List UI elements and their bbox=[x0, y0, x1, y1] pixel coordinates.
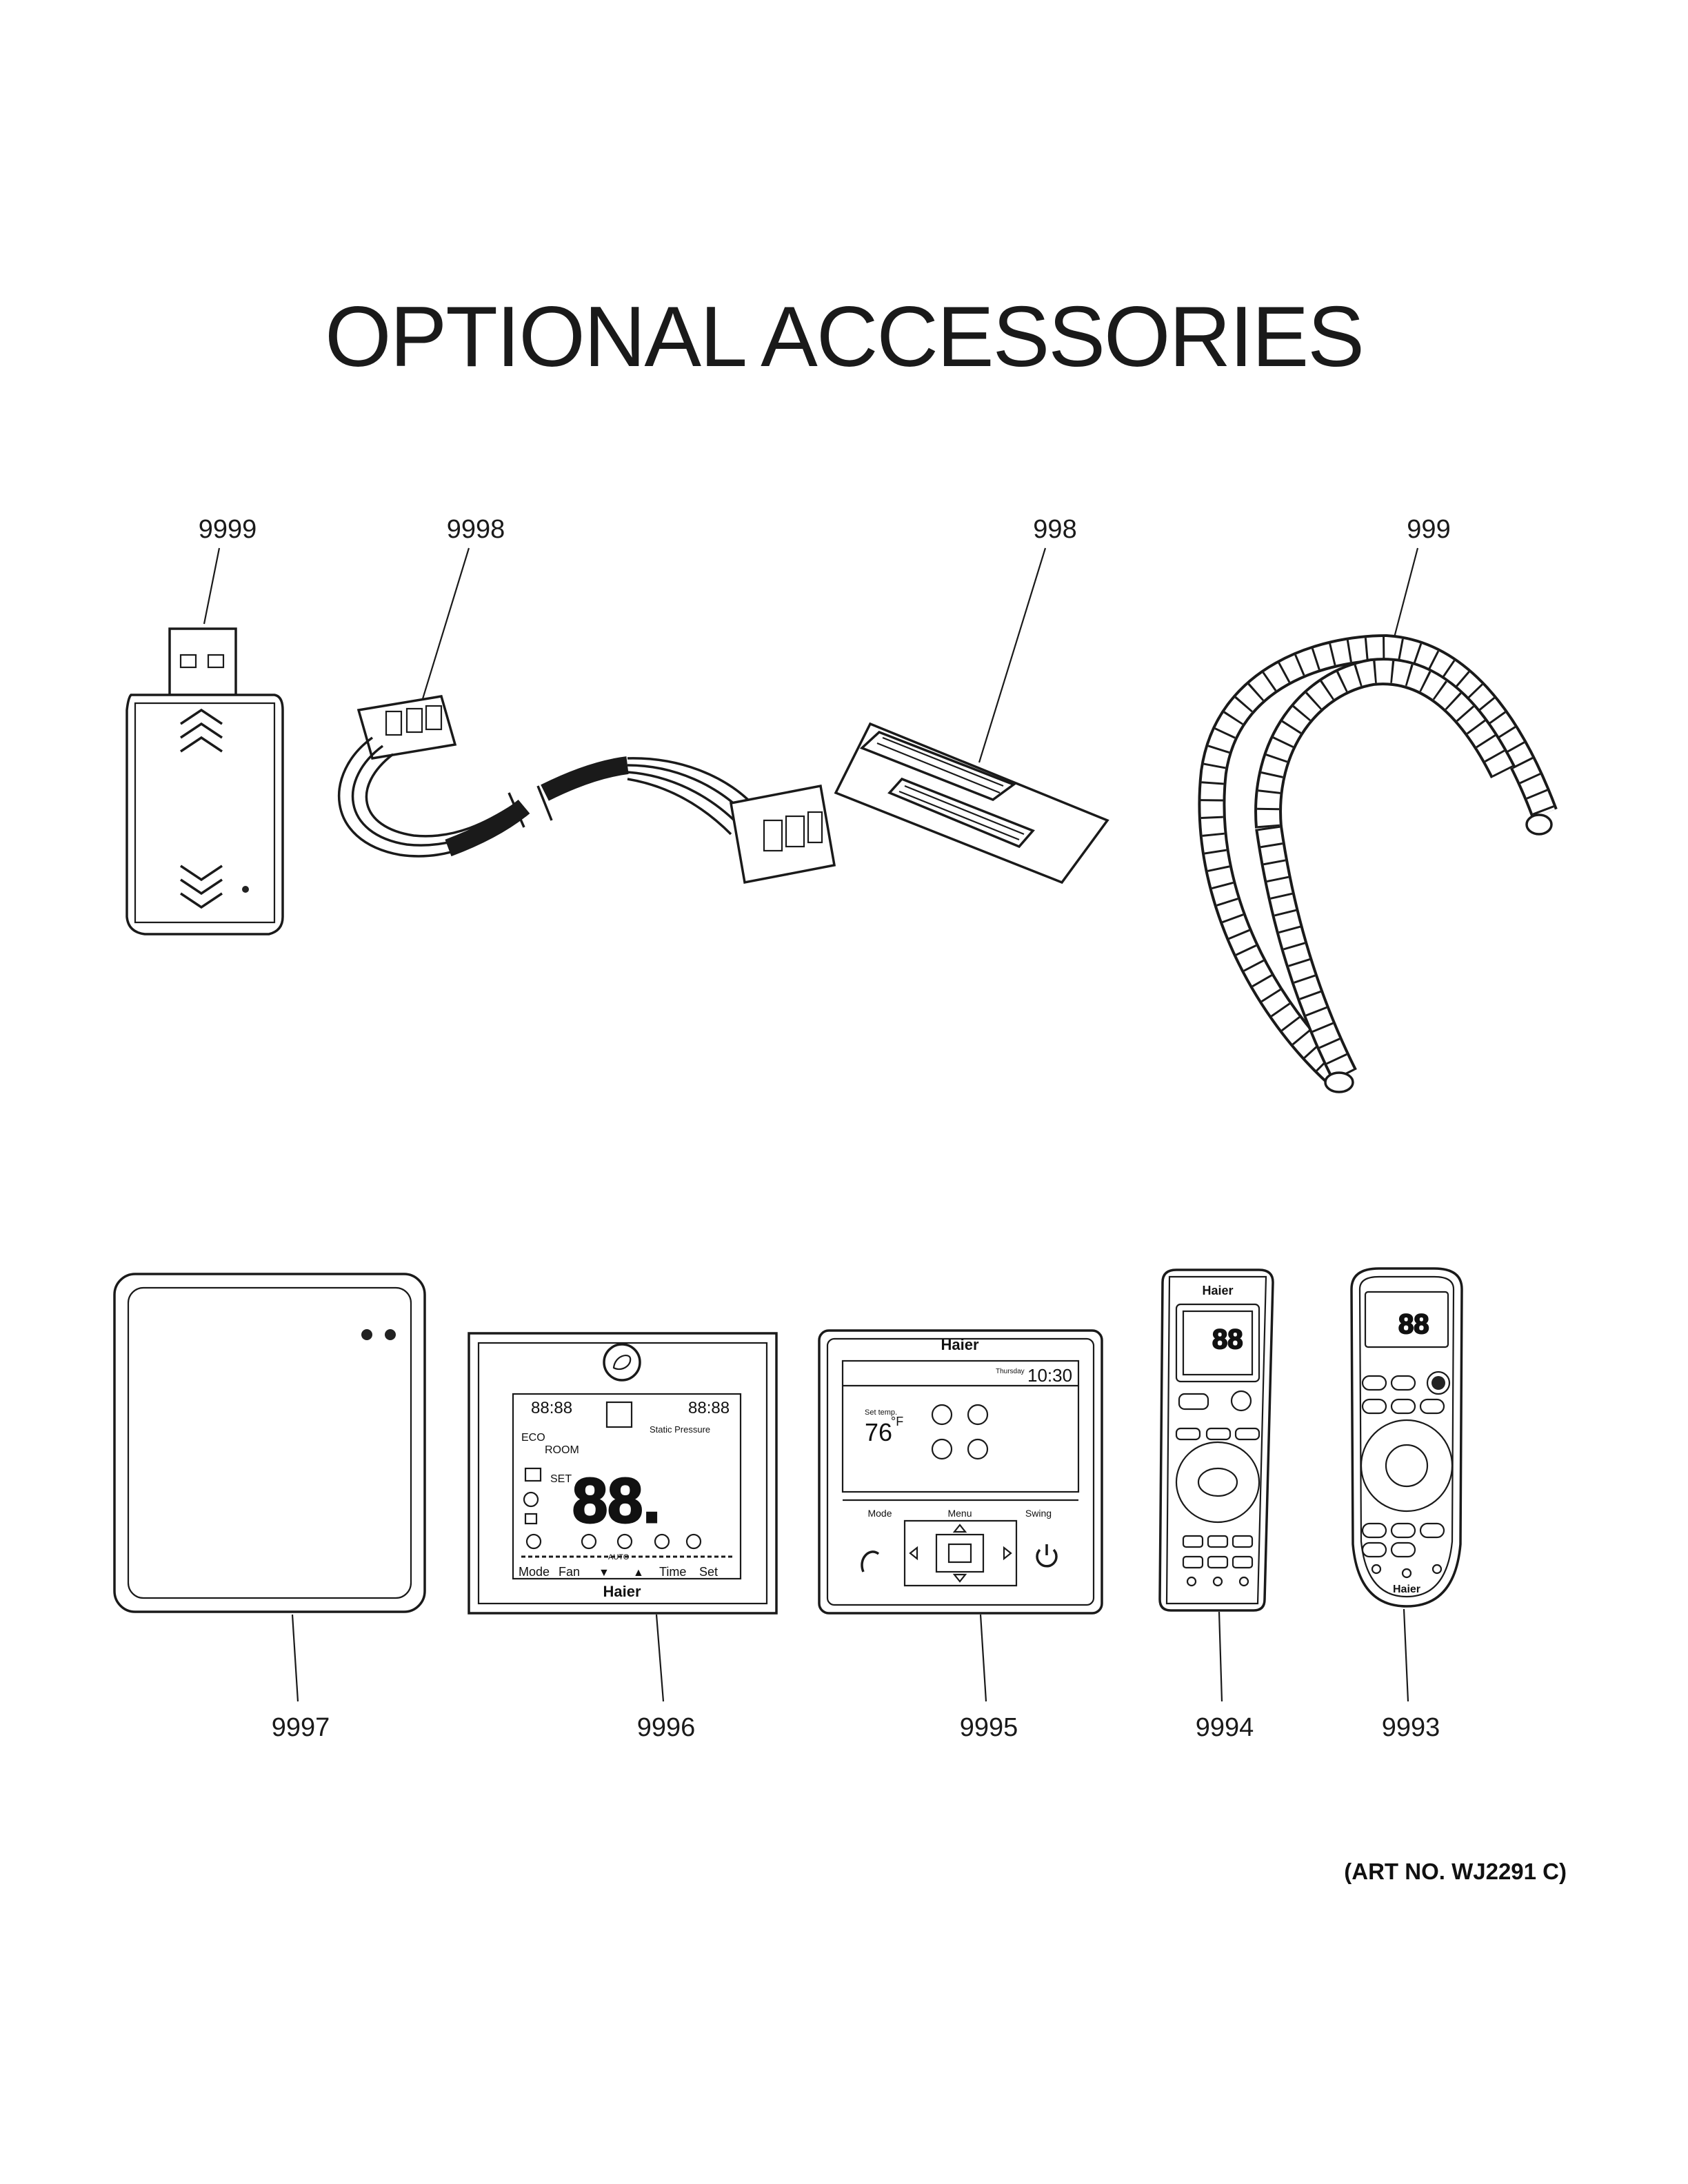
part-9999[interactable]: 9999 bbox=[125, 515, 284, 936]
setting-value: 76 bbox=[865, 1418, 892, 1446]
callout-label: 9997 bbox=[272, 1713, 330, 1742]
leader-line bbox=[291, 1614, 299, 1702]
part-9995[interactable]: Haier Thursday 10:30 Set temp. 76 °F Mod… bbox=[818, 1329, 1103, 1742]
callout-label: 999 bbox=[1407, 515, 1450, 544]
callout-label: 9996 bbox=[637, 1713, 696, 1742]
part-9998[interactable]: 9998 bbox=[337, 515, 836, 884]
brand-label: Haier bbox=[1202, 1284, 1233, 1297]
callout-label: 9993 bbox=[1382, 1713, 1440, 1742]
static-pressure: Static Pressure bbox=[650, 1424, 710, 1435]
day-label: Thursday bbox=[996, 1368, 1025, 1375]
button-menu: Menu bbox=[947, 1508, 972, 1519]
remote-digits: 88 bbox=[1212, 1324, 1243, 1355]
part-998[interactable]: 998 bbox=[834, 515, 1109, 884]
power-icon bbox=[1036, 1544, 1058, 1568]
setting-label: Set temp. bbox=[865, 1408, 897, 1417]
leader-line bbox=[418, 547, 470, 711]
up-chevrons-icon bbox=[180, 708, 223, 753]
page-title: OPTIONAL ACCESSORIES bbox=[325, 290, 1365, 385]
button-mode: Mode bbox=[519, 1565, 550, 1579]
room-label: ROOM bbox=[545, 1444, 579, 1456]
callout-label: 998 bbox=[1033, 515, 1076, 544]
time-right: 88:88 bbox=[688, 1399, 730, 1417]
leader-line bbox=[1403, 1608, 1409, 1702]
brand-label: Haier bbox=[603, 1583, 641, 1600]
leader-line bbox=[1391, 547, 1419, 643]
remote-digits: 88 bbox=[1398, 1309, 1429, 1339]
leader-line bbox=[979, 1614, 987, 1702]
leader-line bbox=[203, 547, 221, 625]
time-left: 88:88 bbox=[531, 1399, 572, 1417]
button-swing: Swing bbox=[1025, 1508, 1052, 1519]
button-mode: Mode bbox=[867, 1508, 892, 1519]
part-999[interactable]: 999 bbox=[1198, 515, 1558, 1093]
clock-label: 10:30 bbox=[1027, 1365, 1072, 1386]
part-9994[interactable]: Haier 88 9994 bbox=[1158, 1268, 1274, 1742]
brand-label: Haier bbox=[941, 1336, 978, 1353]
big-digits: 88. bbox=[572, 1466, 661, 1536]
button-time: Time bbox=[659, 1565, 686, 1579]
callout-label: 9999 bbox=[199, 515, 257, 544]
button-up: ▲ bbox=[633, 1567, 644, 1579]
set-label: SET bbox=[550, 1473, 572, 1485]
button-set: Set bbox=[699, 1565, 718, 1579]
down-chevrons-icon bbox=[180, 865, 223, 909]
part-9997[interactable]: 9997 bbox=[113, 1273, 426, 1742]
leader-line bbox=[1218, 1611, 1223, 1702]
callout-label: 9995 bbox=[960, 1713, 1018, 1742]
part-9993[interactable]: 88 Haier 9993 bbox=[1350, 1267, 1463, 1742]
callout-label: 9998 bbox=[447, 515, 505, 544]
art-number: (ART NO. WJ2291 C) bbox=[1344, 1859, 1567, 1884]
unit-label: °F bbox=[891, 1415, 903, 1428]
eco-label: ECO bbox=[521, 1432, 545, 1444]
part-9996[interactable]: 88:88 88:88 Static Pressure ECO ROOM SET… bbox=[468, 1332, 778, 1742]
leader-line bbox=[978, 547, 1047, 763]
leader-line bbox=[655, 1614, 665, 1702]
button-fan: Fan bbox=[559, 1565, 580, 1579]
callout-label: 9994 bbox=[1196, 1713, 1254, 1742]
button-down: ▼ bbox=[599, 1567, 610, 1579]
brand-label: Haier bbox=[1393, 1584, 1420, 1595]
